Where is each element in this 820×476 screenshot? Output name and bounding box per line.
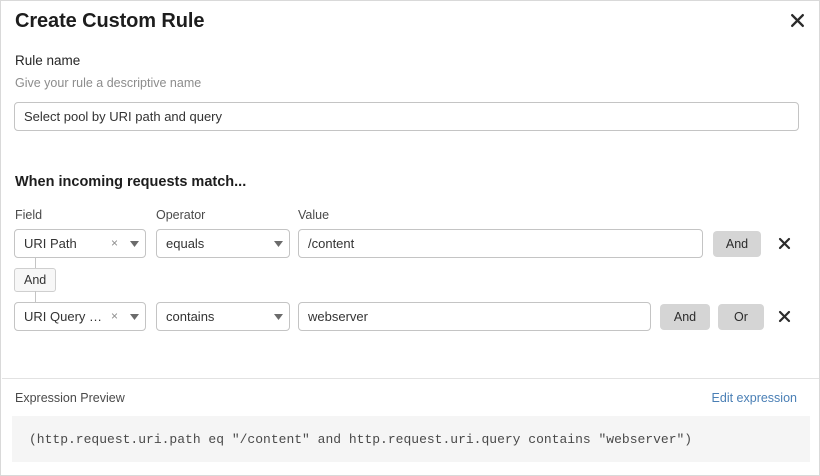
field-select-1-value: URI Path xyxy=(24,236,77,251)
value-input-2[interactable] xyxy=(298,302,651,331)
or-button-row-2[interactable]: Or xyxy=(718,304,764,330)
column-header-operator: Operator xyxy=(156,208,206,222)
rule-name-input[interactable] xyxy=(14,102,799,131)
chevron-down-icon[interactable] xyxy=(123,313,145,320)
dialog-title: Create Custom Rule xyxy=(15,10,205,32)
expression-preview-code: (http.request.uri.path eq "/content" and… xyxy=(12,416,810,462)
clear-icon[interactable]: × xyxy=(110,309,118,323)
expression-preview-label: Expression Preview xyxy=(15,391,125,405)
operator-select-2[interactable]: contains xyxy=(156,302,290,331)
and-button-row-2[interactable]: And xyxy=(660,304,710,330)
condition-row: URI Path × equals And xyxy=(1,229,819,259)
chevron-down-icon[interactable] xyxy=(123,240,145,247)
delete-condition-icon-row-1[interactable] xyxy=(772,230,796,256)
operator-select-1-value: equals xyxy=(166,236,205,251)
condition-row: URI Query St... × contains And Or xyxy=(1,302,819,332)
operator-select-1[interactable]: equals xyxy=(156,229,290,258)
value-input-1[interactable] xyxy=(298,229,703,258)
chevron-down-icon[interactable] xyxy=(267,313,289,320)
field-select-2-value: URI Query St... xyxy=(24,309,109,324)
clear-icon[interactable]: × xyxy=(110,236,118,250)
edit-expression-link[interactable]: Edit expression xyxy=(711,391,797,405)
close-icon[interactable] xyxy=(784,7,810,33)
chevron-down-icon[interactable] xyxy=(267,240,289,247)
column-header-value: Value xyxy=(298,208,330,222)
section-divider xyxy=(2,378,819,379)
delete-condition-icon-row-2[interactable] xyxy=(772,303,796,329)
and-button-row-1[interactable]: And xyxy=(713,231,761,257)
operator-select-2-value: contains xyxy=(166,309,215,324)
connector-line-bottom xyxy=(35,291,36,302)
field-select-2[interactable]: URI Query St... × xyxy=(14,302,146,331)
rule-name-help-text: Give your rule a descriptive name xyxy=(15,76,202,90)
connector-line-top xyxy=(35,258,36,269)
match-section-heading: When incoming requests match... xyxy=(15,174,247,190)
connector-and-button[interactable]: And xyxy=(14,268,57,292)
column-header-field: Field xyxy=(15,208,43,222)
field-select-1[interactable]: URI Path × xyxy=(14,229,146,258)
rule-name-label: Rule name xyxy=(15,53,81,68)
